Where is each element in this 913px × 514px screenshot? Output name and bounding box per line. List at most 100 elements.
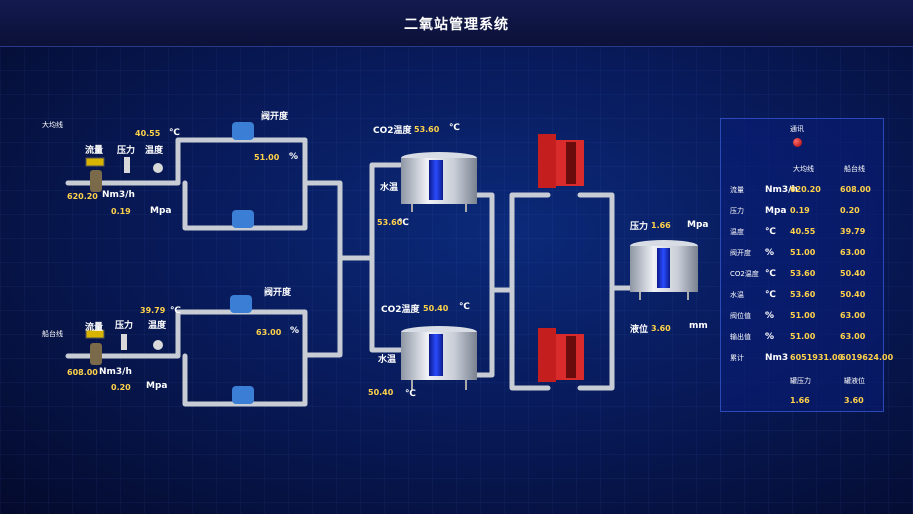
tank1-water-unit: ℃ [398,218,409,228]
panel-row-label: 输出值 [730,333,751,341]
control-valve-1a [232,122,254,140]
line1-temp-unit: ℃ [169,128,180,138]
storage-pressure-label: 压力 [630,222,649,232]
line1-pressure-label: 压力 [117,146,136,156]
panel-row-value-line2: 63.00 [840,248,866,257]
storage-level-label: 液位 [630,325,649,335]
line1-name: 大均线 [42,121,63,129]
panel-row-label: 阀位值 [730,312,751,320]
panel-row-value-line2: 39.79 [840,227,866,236]
tank2-co2-value: 50.40 [423,304,449,313]
control-valve-2a [230,295,252,313]
tank2-water-label: 水温 [378,355,397,365]
panel-row-value-line1: 51.00 [790,248,816,257]
tank-pressure-value: 1.66 [790,396,810,405]
line1-temp-value: 40.55 [135,129,161,138]
pipe-network [65,137,635,407]
tank2-co2-label: CO2温度 [381,305,420,315]
panel-row-value-line2: 50.40 [840,269,866,278]
panel-row-value-line2: 608.00 [840,185,871,194]
panel-row-unit: % [765,248,775,258]
tank-pressure-label: 罐压力 [790,377,811,385]
line2-flow-value: 608.00 [67,368,98,377]
storage-level-unit: mm [689,321,708,331]
panel-row-unit: % [765,311,775,321]
line1-pressure-value: 0.19 [111,207,131,216]
temp-sensor-1 [153,163,163,173]
line2-valve-unit: % [290,326,300,336]
flowmeter-2 [85,329,105,365]
line1-pressure-unit: Mpa [150,206,172,216]
tank1-co2-unit: ℃ [449,123,460,133]
storage-pressure-unit: Mpa [687,220,709,230]
line1-valve-unit: % [289,152,299,162]
heat-exchanger-2 [538,328,584,382]
panel-row-value-line1: 51.00 [790,332,816,341]
panel-row-unit: Nm3 [765,353,789,363]
comm-label: 通讯 [790,125,804,133]
tank1-water-value: 53.60 [377,218,403,227]
pressure-gauge-2 [121,334,127,350]
panel-row-unit: ℃ [765,269,776,279]
tank-level-value: 3.60 [844,396,864,405]
comm-status-indicator [793,138,802,147]
line2-pressure-value: 0.20 [111,383,131,392]
pressure-gauge-1 [124,157,130,173]
panel-row-value-line1: 6051931.00 [790,353,844,362]
panel-row-unit: ℃ [765,290,776,300]
flowmeter-1 [85,157,105,192]
tank1-co2-value: 53.60 [414,125,440,134]
summary-panel [720,118,884,412]
control-valve-1b [232,210,254,228]
tank-level-label: 罐液位 [844,377,865,385]
storage-pressure-value: 1.66 [651,221,671,230]
panel-row-value-line2: 0.20 [840,206,860,215]
panel-row-label: 累计 [730,354,744,362]
panel-row-label: 流量 [730,186,744,194]
line2-pressure-unit: Mpa [146,381,168,391]
line1-valve-label: 阀开度 [261,112,289,122]
vaporizer-tank-1 [401,152,477,212]
panel-row-label: 阀开度 [730,249,751,257]
tank2-water-value: 50.40 [368,388,394,397]
panel-row-label: 水温 [730,291,744,299]
panel-row-label: CO2温度 [730,270,759,278]
page-title: 二氧站管理系统 [404,17,509,33]
panel-row-value-line1: 620.20 [790,185,821,194]
panel-row-unit: % [765,332,775,342]
panel-row-unit: Mpa [765,206,787,216]
line2-temp-value: 39.79 [140,306,166,315]
tank1-co2-label: CO2温度 [373,126,412,136]
line2-valve-label: 阀开度 [264,288,292,298]
panel-row-label: 温度 [730,228,744,236]
line2-flow-label: 流量 [85,323,104,333]
storage-level-value: 3.60 [651,324,671,333]
tank2-co2-unit: ℃ [459,302,470,312]
panel-row-value-line1: 0.19 [790,206,810,215]
panel-row-value-line2: 63.00 [840,311,866,320]
storage-tank [630,240,698,300]
panel-row-value-line1: 53.60 [790,290,816,299]
panel-row-value-line2: 6019624.00 [840,353,894,362]
line2-temp-unit: ℃ [170,306,181,316]
tank1-water-label: 水温 [380,183,399,193]
vaporizer-tank-2 [401,326,477,390]
line2-valve-value: 63.00 [256,328,282,337]
header-bar: 二氧站管理系统 [0,0,913,47]
temp-sensor-2 [153,340,163,350]
panel-col1-header: 大均线 [793,165,814,173]
panel-col2-header: 船台线 [844,165,865,173]
panel-row-value-line1: 40.55 [790,227,816,236]
panel-row-label: 压力 [730,207,744,215]
line2-temp-label: 温度 [148,321,167,331]
panel-row-value-line2: 63.00 [840,332,866,341]
panel-row-value-line1: 51.00 [790,311,816,320]
heat-exchanger-1 [538,134,584,188]
panel-row-unit: ℃ [765,227,776,237]
line2-pressure-label: 压力 [115,321,134,331]
line2-flow-unit: Nm3/h [99,367,132,377]
line1-flow-value: 620.20 [67,192,98,201]
tank2-water-unit: ℃ [405,389,416,399]
line2-name: 船台线 [42,330,63,338]
